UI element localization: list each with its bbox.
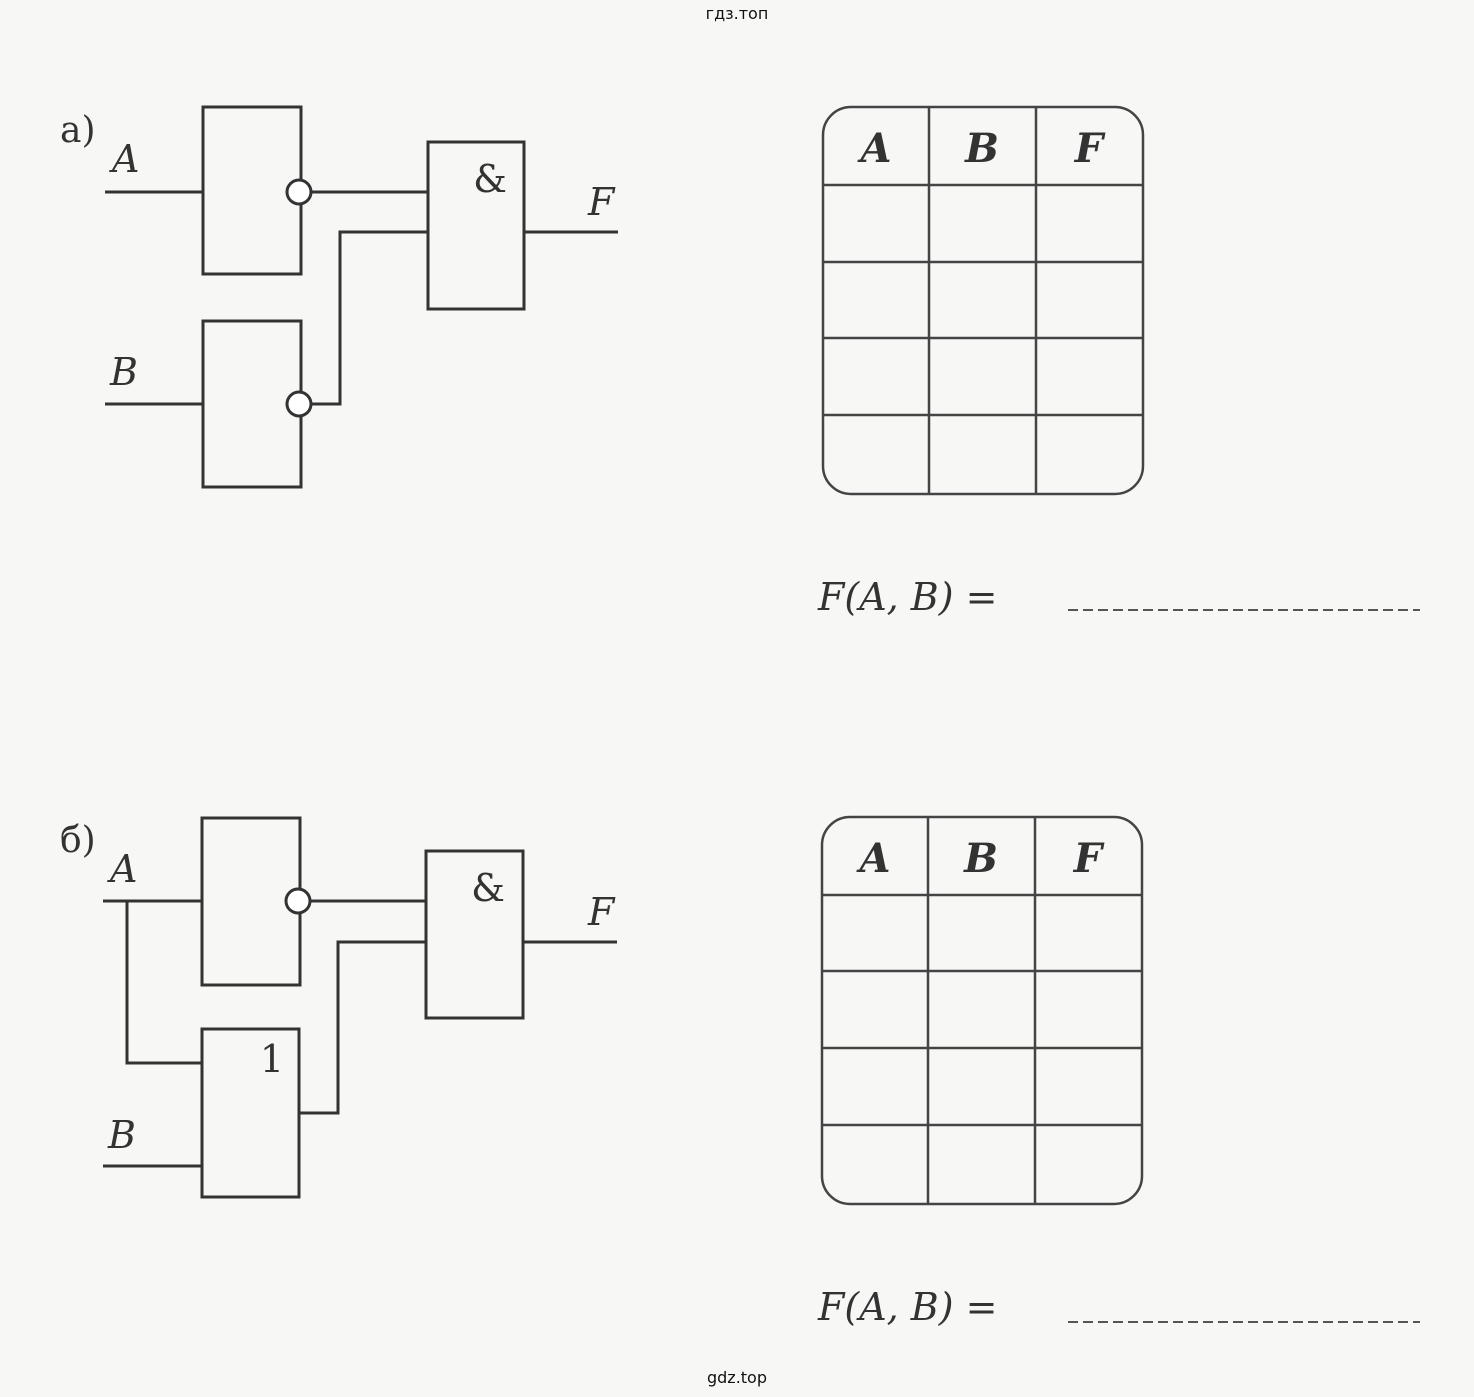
circuit-a: а) A B & F [60, 105, 618, 489]
and-symbol: & [471, 866, 505, 910]
and-symbol: & [473, 157, 507, 201]
input-a-label: A [107, 847, 137, 891]
and-gate [424, 849, 525, 1020]
truth-table-a: A B F [821, 105, 1145, 496]
formula-a-label: F(A, B) = [817, 575, 997, 619]
output-label: F [587, 180, 616, 224]
inversion-bubble [284, 887, 312, 915]
circuit-b: б) A B 1 & F [60, 816, 617, 1199]
input-b-label: B [107, 1113, 136, 1157]
table-frame [821, 105, 1145, 496]
header-a: A [855, 835, 890, 882]
input-a-label: A [109, 137, 139, 181]
wire-or-to-and [299, 940, 426, 1115]
output-label: F [587, 890, 616, 934]
table-frame [820, 815, 1144, 1206]
input-b-label: B [109, 350, 138, 394]
part-label-a: а) [60, 110, 96, 151]
or-gate [200, 1027, 301, 1199]
wire-a-branch-to-or [125, 901, 202, 1065]
header-f: F [1074, 125, 1106, 172]
formula-b-label: F(A, B) = [817, 1285, 997, 1329]
header-b: B [963, 835, 998, 882]
watermark-top: гдз.топ [706, 4, 769, 23]
header-a: A [856, 125, 891, 172]
wire-not-b-to-and [311, 230, 428, 406]
header-b: B [964, 125, 999, 172]
truth-table-b: A B F [820, 815, 1144, 1206]
watermark-bottom: gdz.top [707, 1368, 767, 1387]
inversion-bubble [285, 390, 313, 418]
and-gate [426, 140, 526, 311]
header-f: F [1073, 835, 1105, 882]
part-label-b: б) [60, 820, 96, 861]
or-symbol: 1 [260, 1037, 284, 1081]
inversion-bubble [285, 178, 313, 206]
